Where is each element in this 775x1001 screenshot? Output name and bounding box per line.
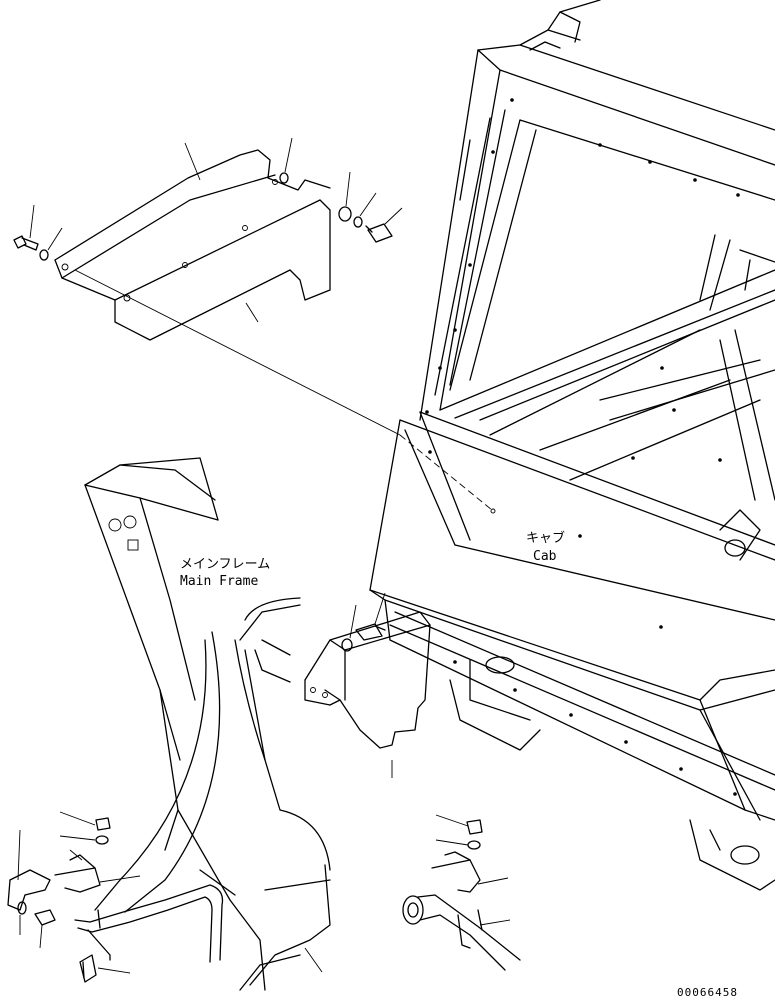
frame-leader bbox=[304, 947, 323, 973]
main-frame-assembly bbox=[84, 457, 331, 991]
cover-washer-right bbox=[338, 206, 352, 222]
cover-bolt-left bbox=[13, 235, 39, 251]
cover-plate-assembly bbox=[54, 149, 331, 341]
cover-bolt-right bbox=[365, 223, 393, 243]
main-frame-label-jp: メインフレーム bbox=[180, 557, 270, 572]
side-washer bbox=[341, 638, 353, 652]
main-frame-label-en: Main Frame bbox=[180, 574, 258, 589]
cab-assembly bbox=[369, 0, 775, 891]
side-bolt bbox=[355, 623, 386, 641]
cover-washer-mid bbox=[279, 172, 289, 184]
left-clamp-group bbox=[7, 817, 224, 983]
right-clamp-group bbox=[402, 819, 521, 971]
cab-fastener-dots bbox=[425, 98, 740, 796]
side-cover-assembly bbox=[304, 611, 431, 749]
cover-lockwasher-right bbox=[353, 216, 363, 228]
cab-label-jp: キャブ bbox=[526, 530, 565, 546]
cab-label-en: Cab bbox=[533, 549, 557, 564]
cover-washer-left bbox=[39, 249, 49, 261]
drawing-number: 00066458 bbox=[677, 986, 738, 999]
